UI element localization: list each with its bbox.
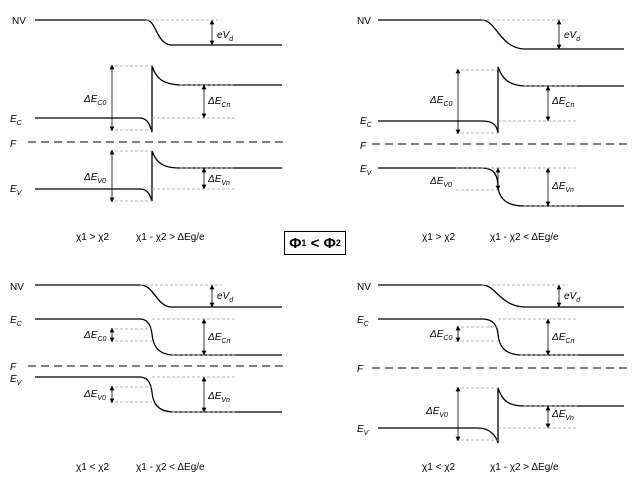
decn-label: ΔECn [207,332,230,345]
f-label: F [360,141,367,152]
caption-gap-compare: χ1 - χ2 > ΔEg/e [490,462,559,473]
panel-top-left [28,19,284,203]
less-than-symbol: < [306,234,324,252]
panel-bottom-right [372,284,628,444]
nv-label: NV [12,16,26,27]
ec-label: EC [10,315,23,328]
ev-label: EV [10,184,23,197]
nv-label: NV [357,282,371,293]
nv-label: NV [10,282,24,293]
phi-symbol: Φ [289,234,302,252]
f-label: F [10,139,17,150]
valence-band-line [35,150,282,202]
caption-gap-compare: χ1 - χ2 < ΔEg/e [136,462,205,473]
dec0-label: ΔEC0 [83,330,106,343]
decn-label: ΔECn [207,96,230,109]
panel-bottom-left [28,284,284,413]
caption-chi-compare: χ1 < χ2 [422,462,455,473]
dev0-label: ΔEV0 [429,176,452,189]
caption-gap-compare: χ1 - χ2 < ΔEg/e [490,232,559,243]
nv-label: NV [357,16,371,27]
ec-label: EC [360,116,373,129]
f-label: F [10,362,17,373]
panel-top-right [372,19,628,207]
evd-label: eVd [564,30,581,43]
ec-label: EC [10,114,23,127]
devn-label: ΔEVn [207,174,230,187]
conduction-band-line [35,65,282,133]
phi-sub-2: 2 [335,238,341,248]
evd-label: eVd [564,291,581,304]
dec0-label: ΔEC0 [83,94,106,107]
dec0-label: ΔEC0 [429,329,452,342]
f-label: F [357,364,364,375]
decn-label: ΔECn [551,96,574,109]
caption-chi-compare: χ1 < χ2 [76,462,109,473]
ev-label: EV [357,424,370,437]
decn-label: ΔECn [551,332,574,345]
phi-symbol: Φ [323,234,336,252]
dev0-label: ΔEV0 [425,406,448,419]
vacuum-level-line [35,19,282,46]
devn-label: ΔEVn [551,181,574,194]
ev-label: EV [10,374,23,387]
dev0-label: ΔEV0 [83,389,106,402]
ec-label: EC [357,315,370,328]
caption-chi-compare: χ1 > χ2 [422,232,455,243]
caption-gap-compare: χ1 - χ2 > ΔEg/e [136,232,205,243]
ev-label: EV [360,164,373,177]
devn-label: ΔEVn [551,409,574,422]
devn-label: ΔEVn [207,391,230,404]
caption-chi-compare: χ1 > χ2 [76,232,109,243]
dec0-label: ΔEC0 [429,95,452,108]
phi-sub-1: 1 [301,238,307,248]
evd-label: eVd [217,30,234,43]
dev0-label: ΔEV0 [83,172,106,185]
evd-label: eVd [217,291,234,304]
